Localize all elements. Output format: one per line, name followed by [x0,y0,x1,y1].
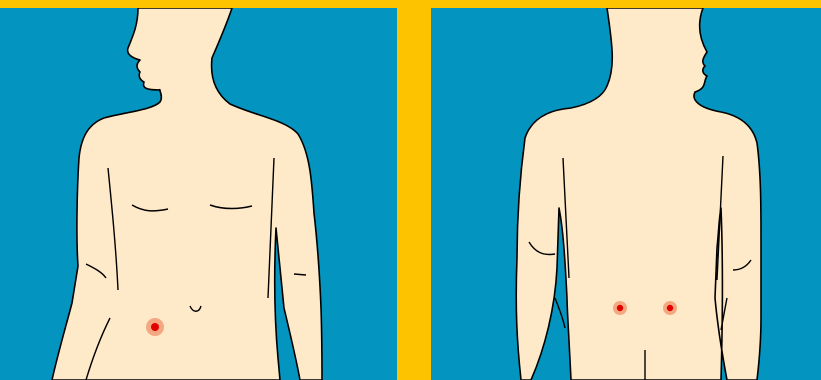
back-body-illustration [431,8,821,380]
pain-point-core [667,305,673,311]
front-abdomen-pain-point [146,318,164,336]
back-lower-left-pain-point [613,301,627,315]
front-body-illustration [0,8,397,380]
back-lower-right-pain-point [663,301,677,315]
pain-point-core [151,323,159,331]
back-view-panel [431,8,821,380]
front-right-elbow-line [294,274,306,275]
pain-point-core [617,305,623,311]
front-view-panel [0,8,397,380]
